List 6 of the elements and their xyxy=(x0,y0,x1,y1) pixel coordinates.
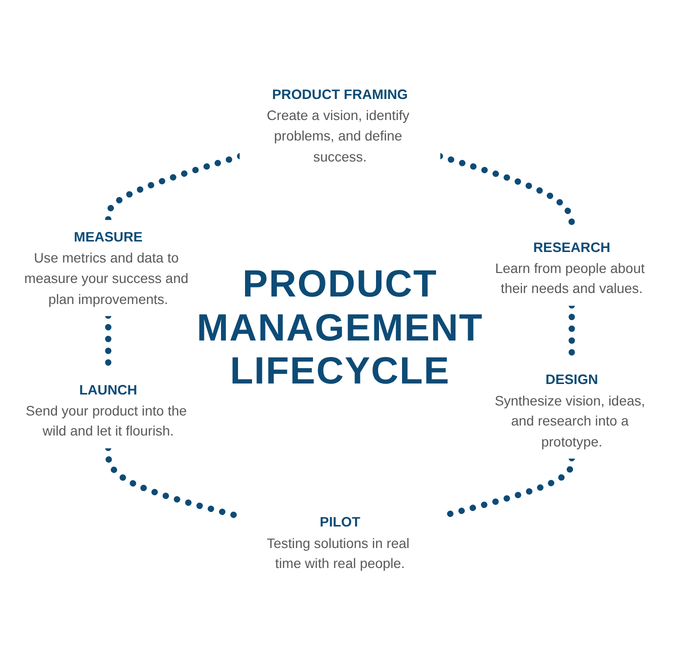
node-text: LAUNCH Send your product into the wild and let it flourish. xyxy=(26,382,187,439)
node-text: PILOT Testing solutions in real time with real people. xyxy=(266,514,410,572)
diagram-title: PRODUCT MANAGEMENT LIFECYCLE xyxy=(196,263,484,395)
node-text: MEASURE Use metrics and data to measure your success and plan improvements. xyxy=(24,228,188,307)
node-text: RESEARCH Learn from people about their needs and values. xyxy=(495,239,645,296)
node-text: DESIGN Synthesize vision, ideas, and research into a prototype. xyxy=(494,372,646,450)
